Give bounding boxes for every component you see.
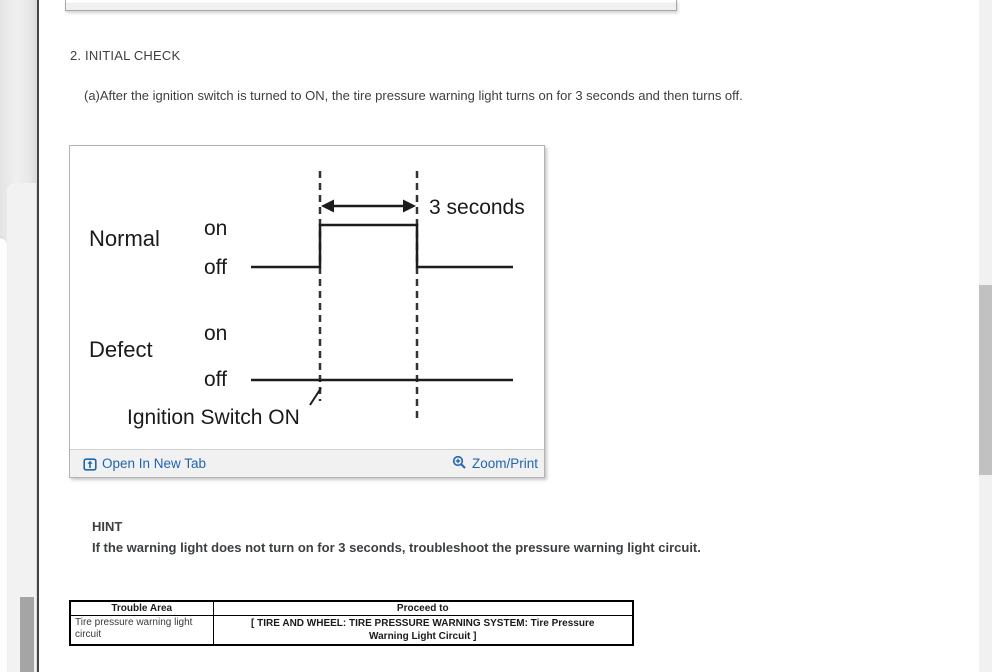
figure-container: 3 seconds Normal on off Defect on off Ig… bbox=[69, 145, 545, 478]
ignition-switch-label: Ignition Switch ON bbox=[127, 406, 300, 429]
previous-figure-container-edge bbox=[65, 0, 677, 11]
left-scrollbar-track[interactable] bbox=[7, 183, 36, 672]
defect-label: Defect bbox=[89, 337, 153, 362]
figure-footer-bar: Open In New Tab Zoom/Print bbox=[70, 449, 544, 477]
proceed-to-header: Proceed to bbox=[212, 600, 634, 616]
normal-label: Normal bbox=[89, 226, 160, 251]
left-panel-edge bbox=[0, 0, 39, 672]
table-header-row: Trouble Area Proceed to bbox=[69, 600, 634, 616]
ignition-pointer-line bbox=[309, 387, 322, 406]
open-in-new-tab-label: Open In New Tab bbox=[102, 456, 207, 471]
proceed-to-cell[interactable]: [ TIRE AND WHEEL: TIRE PRESSURE WARNING … bbox=[212, 615, 634, 646]
right-scrollbar-track[interactable] bbox=[979, 0, 992, 672]
table-row: Tire pressure warning light circuit [ TI… bbox=[69, 615, 634, 646]
open-in-new-tab-icon bbox=[83, 457, 97, 471]
timing-diagram-svg: 3 seconds Normal on off Defect on off Ig… bbox=[89, 171, 525, 429]
left-panel-corner bbox=[0, 238, 7, 672]
arrowhead-right-icon bbox=[403, 199, 416, 213]
normal-waveform bbox=[251, 223, 513, 269]
trouble-area-header: Trouble Area bbox=[69, 600, 214, 616]
normal-off-label: off bbox=[204, 256, 227, 279]
section-heading: 2. INITIAL CHECK bbox=[70, 48, 181, 63]
defect-off-label: off bbox=[204, 368, 227, 391]
open-in-new-tab-link[interactable]: Open In New Tab bbox=[83, 456, 206, 471]
step-text: (a)After the ignition switch is turned t… bbox=[84, 88, 743, 103]
left-scrollbar-thumb[interactable] bbox=[20, 597, 34, 672]
hint-text: If the warning light does not turn on fo… bbox=[92, 540, 701, 555]
hint-label: HINT bbox=[92, 519, 123, 534]
arrowhead-left-icon bbox=[321, 199, 334, 213]
defect-on-label: on bbox=[204, 322, 227, 345]
trouble-area-cell: Tire pressure warning light circuit bbox=[69, 615, 214, 646]
trouble-area-table: Trouble Area Proceed to Tire pressure wa… bbox=[69, 600, 634, 646]
zoom-print-link[interactable]: Zoom/Print bbox=[452, 455, 538, 471]
right-scrollbar-thumb[interactable] bbox=[979, 285, 992, 475]
timing-diagram: 3 seconds Normal on off Defect on off Ig… bbox=[70, 146, 544, 449]
normal-on-label: on bbox=[204, 217, 227, 240]
zoom-plus-icon bbox=[452, 455, 466, 469]
zoom-print-label: Zoom/Print bbox=[471, 456, 538, 471]
duration-label: 3 seconds bbox=[429, 196, 525, 219]
